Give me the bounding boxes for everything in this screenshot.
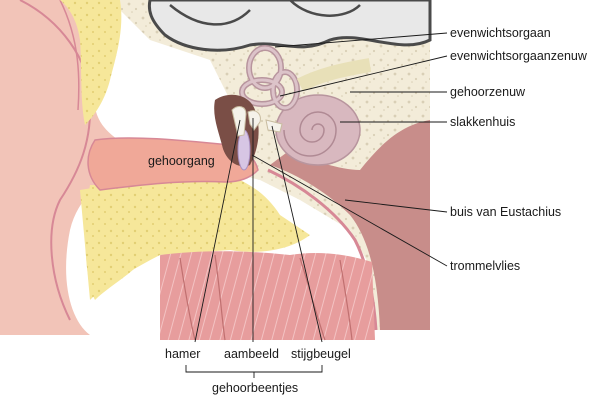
semicircular-canals-inner bbox=[240, 46, 299, 110]
leader-lines bbox=[185, 32, 448, 378]
nerve-bundle bbox=[296, 58, 372, 92]
ossicles-shapes bbox=[231, 106, 283, 137]
label-ear-canal: gehoorgang bbox=[148, 154, 215, 168]
lower-cartilage bbox=[80, 178, 310, 300]
ear-canal bbox=[87, 137, 259, 191]
label-anvil: aambeeld bbox=[224, 347, 279, 361]
eustachian-tube bbox=[270, 120, 430, 330]
label-balance-organ: evenwichtsorgaan bbox=[450, 26, 551, 40]
label-stirrup: stijgbeugel bbox=[291, 347, 351, 361]
label-eustachian-tube: buis van Eustachius bbox=[450, 205, 561, 219]
label-balance-nerve: evenwichtsorgaanzenuw bbox=[450, 49, 588, 63]
label-eardrum: trommelvlies bbox=[450, 259, 520, 273]
label-auditory-nerve: gehoorzenuw bbox=[450, 85, 526, 99]
muscles bbox=[160, 251, 375, 341]
label-hammer: hamer bbox=[165, 347, 200, 361]
label-cochlea: slakkenhuis bbox=[450, 115, 515, 129]
brain-tissue bbox=[147, 0, 432, 52]
label-ossicles: gehoorbeentjes bbox=[212, 381, 298, 395]
brain-fold bbox=[169, 4, 251, 26]
brain-fold-2 bbox=[289, 0, 361, 17]
